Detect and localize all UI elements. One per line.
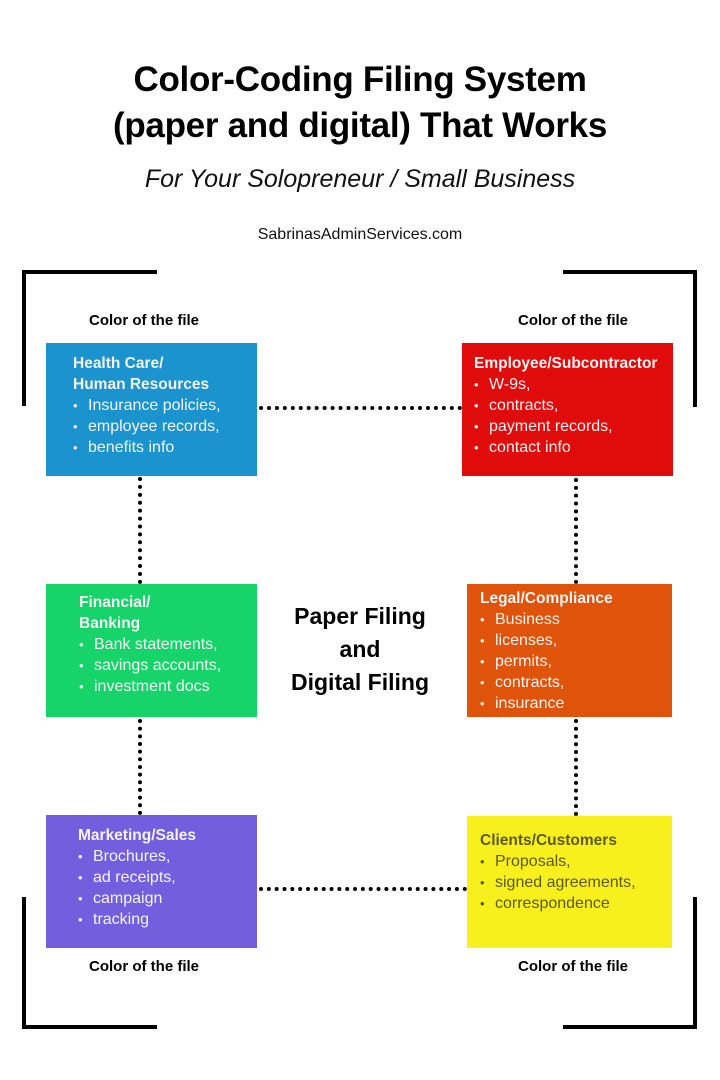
- connector-bottom-horizontal: [259, 887, 467, 891]
- category-item-list: Business licenses, permits, contracts, i…: [480, 609, 672, 714]
- center-label-line-1: Paper Filing: [294, 603, 426, 629]
- list-item: investment docs: [79, 676, 257, 697]
- category-heading-line-2: Human Resources: [73, 376, 210, 393]
- list-item: savings accounts,: [79, 655, 257, 676]
- list-item: Business: [480, 609, 672, 630]
- category-box-marketing-sales: Marketing/Sales Brochures, ad receipts, …: [46, 815, 257, 948]
- list-item: Proposals,: [480, 851, 672, 872]
- corner-bracket-bottom-left: [22, 897, 157, 1029]
- connector-right-upper: [574, 478, 578, 584]
- page-title-line-2: (paper and digital) That Works: [112, 106, 607, 145]
- center-label: Paper Filing and Digital Filing: [262, 600, 458, 699]
- page-title-line-1: Color-Coding Filing System: [133, 60, 587, 99]
- list-item: W-9s,: [474, 374, 673, 395]
- category-heading-line-2: Banking: [79, 615, 141, 632]
- category-box-clients-customers: Clients/Customers Proposals, signed agre…: [467, 816, 672, 948]
- category-box-financial-banking: Financial/ Banking Bank statements, savi…: [46, 584, 257, 717]
- color-of-file-label-bottom-right: Color of the file: [518, 958, 628, 975]
- list-item: Brochures,: [78, 846, 257, 867]
- list-item: payment records,: [474, 416, 673, 437]
- list-item: correspondence: [480, 893, 672, 914]
- list-item: contact info: [474, 437, 673, 458]
- color-of-file-label-top-left: Color of the file: [89, 312, 199, 329]
- category-heading: Legal/Compliance: [480, 590, 613, 607]
- list-item: Insurance policies,: [73, 395, 257, 416]
- connector-top-horizontal: [259, 406, 462, 410]
- category-heading: Clients/Customers: [480, 832, 617, 849]
- list-item: campaign: [78, 888, 257, 909]
- category-heading: Financial/: [79, 594, 151, 611]
- center-label-line-3: Digital Filing: [291, 669, 429, 695]
- category-heading: Health Care/: [73, 355, 164, 372]
- color-of-file-label-top-right: Color of the file: [518, 312, 628, 329]
- list-item: benefits info: [73, 437, 257, 458]
- category-item-list: Brochures, ad receipts, campaign trackin…: [78, 846, 257, 930]
- category-item-list: Insurance policies, employee records, be…: [73, 395, 257, 458]
- connector-right-lower: [574, 719, 578, 816]
- list-item: permits,: [480, 651, 672, 672]
- connector-left-lower: [138, 719, 142, 815]
- list-item: insurance: [480, 693, 672, 714]
- category-box-employee-subcontractor: Employee/Subcontractor W-9s, contracts, …: [462, 343, 673, 476]
- corner-bracket-top-left: [22, 270, 157, 406]
- page-subtitle: For Your Solopreneur / Small Business: [144, 165, 576, 193]
- list-item: ad receipts,: [78, 867, 257, 888]
- corner-bracket-top-right: [563, 270, 697, 407]
- category-item-list: W-9s, contracts, payment records, contac…: [474, 374, 673, 458]
- category-heading: Marketing/Sales: [78, 827, 197, 844]
- list-item: Bank statements,: [79, 634, 257, 655]
- list-item: signed agreements,: [480, 872, 672, 893]
- category-item-list: Bank statements, savings accounts, inves…: [79, 634, 257, 697]
- list-item: tracking: [78, 909, 257, 930]
- list-item: employee records,: [73, 416, 257, 437]
- list-item: licenses,: [480, 630, 672, 651]
- connector-left-upper: [138, 477, 142, 584]
- website-label: SabrinasAdminServices.com: [257, 226, 463, 243]
- list-item: contracts,: [480, 672, 672, 693]
- list-item: contracts,: [474, 395, 673, 416]
- center-label-line-2: and: [339, 636, 381, 662]
- category-item-list: Proposals, signed agreements, correspond…: [480, 851, 672, 914]
- category-heading: Employee/Subcontractor: [474, 355, 658, 372]
- category-box-health-care: Health Care/ Human Resources Insurance p…: [46, 343, 257, 476]
- category-box-legal-compliance: Legal/Compliance Business licenses, perm…: [467, 584, 672, 717]
- corner-bracket-bottom-right: [563, 897, 697, 1029]
- color-of-file-label-bottom-left: Color of the file: [89, 958, 199, 975]
